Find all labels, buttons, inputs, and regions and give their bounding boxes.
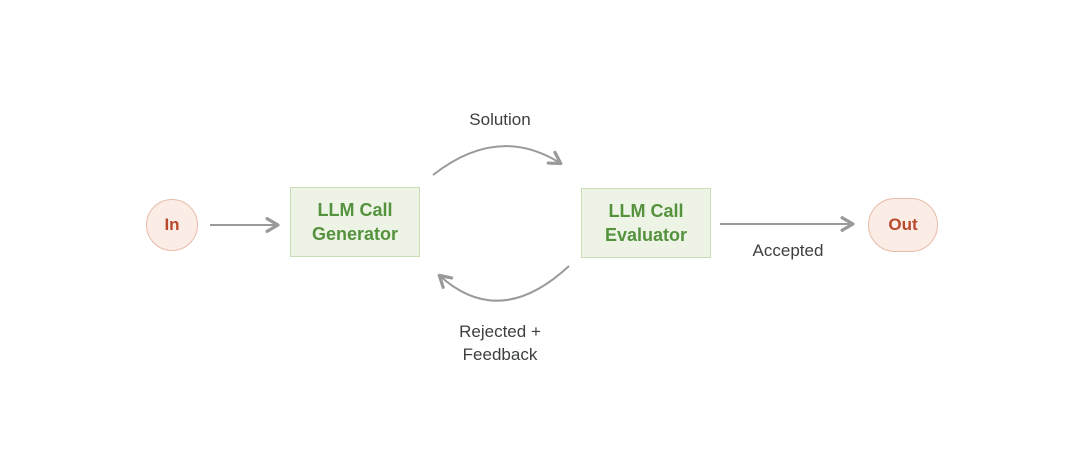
label-rejected-feedback: Rejected + Feedback — [459, 322, 541, 364]
label-accepted: Accepted — [752, 241, 824, 260]
node-evaluator-label: LLM Call Evaluator — [604, 201, 688, 245]
arrow-solution-arc — [432, 145, 563, 176]
label-solution: Solution — [469, 110, 531, 129]
node-out: Out — [868, 198, 938, 252]
node-llm-call-evaluator: LLM Call Evaluator — [581, 188, 711, 258]
node-in: In — [146, 199, 198, 251]
arrow-rejected-arc — [437, 265, 570, 302]
node-in-label: In — [164, 215, 180, 234]
node-generator-label: LLM Call Generator — [311, 200, 399, 244]
node-llm-call-generator: LLM Call Generator — [290, 187, 420, 257]
node-out-label: Out — [888, 215, 918, 234]
